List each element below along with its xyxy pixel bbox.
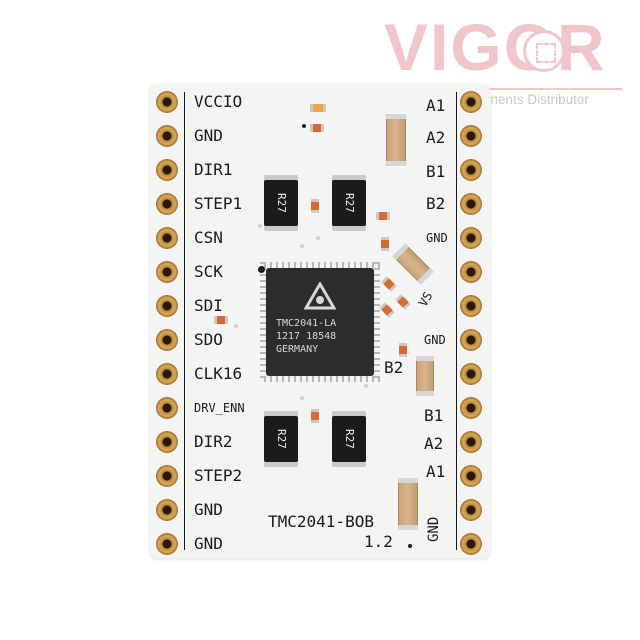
pin-hole <box>460 431 482 453</box>
chip-part-number: TMC2041-LA <box>276 318 337 329</box>
smd-component <box>311 409 319 423</box>
resistor: R27 <box>332 180 366 226</box>
pin-hole <box>156 125 178 147</box>
smd-component <box>310 124 324 132</box>
pin-hole <box>156 329 178 351</box>
resistor-marking: R27 <box>343 429 356 449</box>
pin-label-dir2: DIR2 <box>194 432 233 451</box>
pin-label-b1: B1 <box>424 406 444 425</box>
pin-label-sck: SCK <box>194 262 223 281</box>
logo-wordmark: VIGOR <box>384 10 607 84</box>
pin-hole <box>460 227 482 249</box>
pin-label-b1: B1 <box>426 162 446 181</box>
pin-hole <box>460 125 482 147</box>
pin-hole <box>460 363 482 385</box>
vs-label: VS <box>416 289 436 309</box>
via <box>408 544 412 548</box>
pin-hole <box>156 397 178 419</box>
via <box>300 396 304 400</box>
pin-hole <box>156 465 178 487</box>
pin-hole <box>460 91 482 113</box>
pin-hole <box>460 499 482 521</box>
capacitor <box>398 478 418 530</box>
pin-hole <box>460 329 482 351</box>
pin-hole <box>156 91 178 113</box>
board-name: TMC2041-BOB <box>268 512 374 531</box>
pin-label-a1: A1 <box>426 462 446 481</box>
pin-hole <box>460 261 482 283</box>
pin-hole <box>460 295 482 317</box>
via <box>300 244 304 248</box>
resistor-marking: R27 <box>275 429 288 449</box>
pin-hole <box>156 295 178 317</box>
pin-hole <box>156 193 178 215</box>
pin-hole <box>156 533 178 555</box>
pin-hole <box>156 363 178 385</box>
smd-component <box>311 199 319 213</box>
via <box>316 236 320 240</box>
pin-label-clk16: CLK16 <box>194 364 243 383</box>
pin-label-a1: A1 <box>426 96 446 115</box>
pin-hole <box>156 159 178 181</box>
pin-hole <box>460 533 482 555</box>
pin-label-gnd: GND <box>194 126 223 145</box>
chip-origin: GERMANY <box>276 344 319 355</box>
pin-hole <box>156 499 178 521</box>
pin-label-a2: A2 <box>424 434 444 453</box>
resistor-marking: R27 <box>275 193 288 213</box>
pin-label-csn: CSN <box>194 228 223 247</box>
resistor: R27 <box>264 180 298 226</box>
right-silkscreen-line <box>456 92 457 550</box>
resistor-marking: R27 <box>343 193 356 213</box>
resistor: R27 <box>264 416 298 462</box>
pin-label-sdi: SDI <box>194 296 223 315</box>
pin-label-b2: B2 <box>426 194 446 213</box>
pin-label-gnd: GND <box>194 500 223 519</box>
capacitor <box>416 356 434 396</box>
chip-lot-code: 1217 18548 <box>276 331 337 342</box>
pin1-marker <box>258 266 265 273</box>
status-led <box>310 104 326 112</box>
left-silkscreen-line <box>184 92 185 550</box>
pin-label-dir1: DIR1 <box>194 160 233 179</box>
pin-hole <box>460 159 482 181</box>
pin-hole <box>156 261 178 283</box>
smd-component <box>379 302 395 318</box>
pin-label-sdo: SDO <box>194 330 223 349</box>
via <box>234 324 238 328</box>
pin-hole <box>460 465 482 487</box>
pin-hole <box>156 431 178 453</box>
pin-label-step1: STEP1 <box>194 194 243 213</box>
pin-hole <box>460 193 482 215</box>
logo-chip-icon <box>523 30 565 72</box>
pin-label-drv-enn: DRV_ENN <box>194 401 245 415</box>
smd-component <box>381 237 389 251</box>
trinamic-logo-icon <box>304 282 336 310</box>
pin-label-a2: A2 <box>426 128 446 147</box>
pin-label-gnd: GND <box>426 231 448 245</box>
capacitor <box>392 243 434 285</box>
smd-component <box>381 276 397 292</box>
via <box>302 124 306 128</box>
pin-hole <box>156 227 178 249</box>
pcb-board: VCCIO GND DIR1 STEP1 CSN SCK SDI SDO CLK… <box>150 84 490 558</box>
tmc2041-chip: TMC2041-LA 1217 18548 GERMANY <box>266 268 374 376</box>
pin-label-gnd: GND <box>424 333 446 347</box>
smd-component <box>214 316 228 324</box>
resistor: R27 <box>332 416 366 462</box>
smd-component <box>395 294 411 310</box>
via <box>364 384 368 388</box>
via <box>258 224 262 228</box>
pin-label-gnd-vertical: GND <box>426 516 442 542</box>
logo-underline <box>384 88 622 90</box>
capacitor <box>386 114 406 166</box>
smd-component <box>399 343 407 357</box>
pin-label-step2: STEP2 <box>194 466 243 485</box>
pin-label-gnd: GND <box>194 534 223 553</box>
pin-label-vccio: VCCIO <box>194 92 243 111</box>
pin-hole <box>460 397 482 419</box>
smd-component <box>376 212 390 220</box>
pin-label-b2: B2 <box>384 358 404 377</box>
board-version: 1.2 <box>364 532 393 551</box>
